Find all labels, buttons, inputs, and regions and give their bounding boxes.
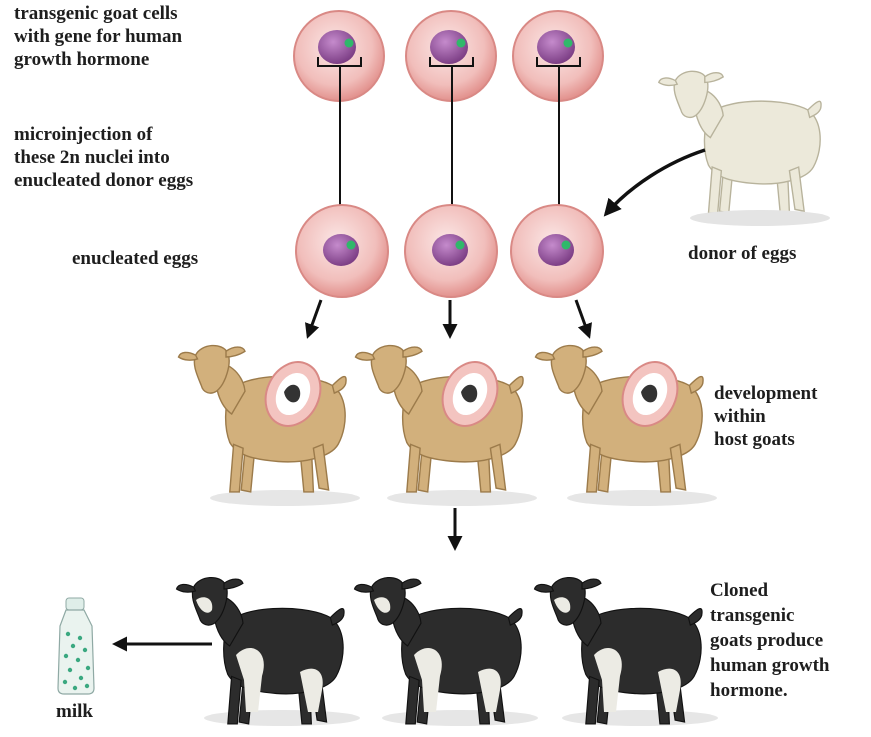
transgenic-cells-line-2: with gene for human bbox=[14, 25, 182, 48]
cloned-line-5: hormone. bbox=[710, 678, 829, 703]
cloned-line-4: human growth bbox=[710, 653, 829, 678]
implant-arrow bbox=[576, 300, 589, 336]
development-label: development within host goats bbox=[714, 382, 817, 451]
transgenic-cells-line-1: transgenic goat cells bbox=[14, 2, 182, 25]
host-goat bbox=[356, 346, 538, 506]
cloned-goat bbox=[355, 578, 539, 726]
milk-bottle-icon bbox=[58, 598, 94, 694]
cloned-goat bbox=[177, 578, 361, 726]
development-line-2: within bbox=[714, 405, 817, 428]
host-goat bbox=[179, 346, 361, 506]
enucleated-egg bbox=[296, 205, 388, 297]
cloned-line-1: Cloned bbox=[710, 578, 829, 603]
cloned-goat bbox=[535, 578, 719, 726]
donor-shadow bbox=[690, 210, 830, 226]
donor-goat bbox=[659, 71, 821, 213]
transgenic-cells-label: transgenic goat cells with gene for huma… bbox=[14, 2, 182, 71]
cloned-line-3: goats produce bbox=[710, 628, 829, 653]
microinjection-line-2: these 2n nuclei into bbox=[14, 146, 193, 169]
cloned-goats-label: Cloned transgenic goats produce human gr… bbox=[710, 578, 829, 703]
implant-arrow bbox=[308, 300, 321, 336]
development-line-1: development bbox=[714, 382, 817, 405]
host-goat bbox=[536, 346, 718, 506]
development-line-3: host goats bbox=[714, 428, 817, 451]
donor-arrow bbox=[606, 150, 705, 214]
microinjection-line-1: microinjection of bbox=[14, 123, 193, 146]
microinjection-label: microinjection of these 2n nuclei into e… bbox=[14, 123, 193, 192]
milk-label: milk bbox=[56, 700, 93, 723]
donor-of-eggs-label: donor of eggs bbox=[688, 242, 796, 265]
enucleated-egg bbox=[511, 205, 603, 297]
enucleated-eggs-label: enucleated eggs bbox=[72, 247, 198, 270]
microinjection-line-3: enucleated donor eggs bbox=[14, 169, 193, 192]
cloned-line-2: transgenic bbox=[710, 603, 829, 628]
transgenic-cells-line-3: growth hormone bbox=[14, 48, 182, 71]
enucleated-egg bbox=[405, 205, 497, 297]
